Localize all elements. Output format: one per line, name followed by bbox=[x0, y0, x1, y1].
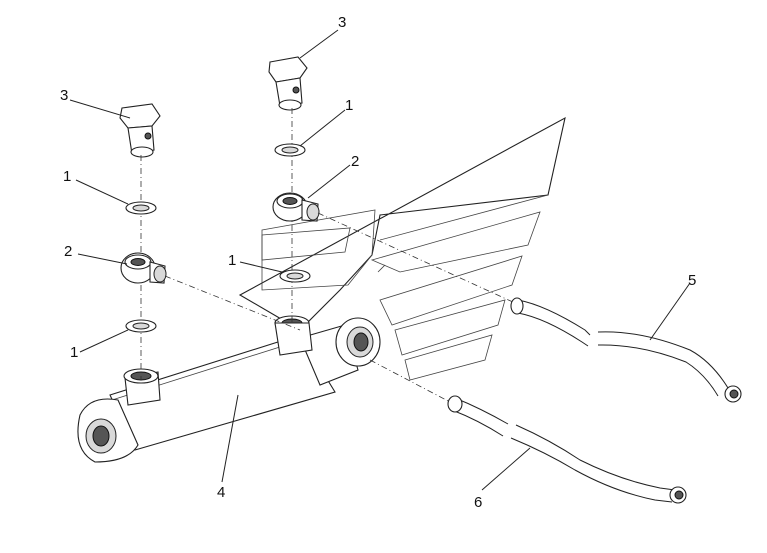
mounting-bracket bbox=[238, 116, 566, 381]
callout-4: 4 bbox=[217, 484, 225, 501]
callout-2-left: 2 bbox=[64, 243, 72, 260]
hose-6 bbox=[447, 395, 687, 504]
hose6-assembly-line bbox=[369, 359, 451, 403]
callout-5: 5 bbox=[688, 272, 696, 289]
leader-lines bbox=[69, 29, 691, 491]
callout-3-right: 3 bbox=[338, 14, 346, 31]
callout-1-left-lower: 1 bbox=[70, 344, 78, 361]
hydraulic-cylinder bbox=[77, 315, 381, 463]
hose-5 bbox=[510, 297, 742, 403]
left-banjo-fitting bbox=[120, 252, 167, 284]
right-washer-upper bbox=[274, 143, 306, 157]
left-washer-lower bbox=[125, 319, 157, 333]
callout-1-right-upper: 1 bbox=[345, 97, 353, 114]
callout-1-left-upper: 1 bbox=[63, 168, 71, 185]
callout-3-left: 3 bbox=[60, 87, 68, 104]
right-washer-lower bbox=[279, 269, 311, 283]
left-banjo-bolt bbox=[119, 103, 161, 158]
left-washer-upper bbox=[125, 201, 157, 215]
right-banjo-bolt bbox=[268, 56, 308, 111]
right-banjo-fitting bbox=[272, 192, 320, 222]
callout-6: 6 bbox=[474, 494, 482, 511]
hose5-assembly-line bbox=[317, 212, 516, 304]
callout-1-right-lower: 1 bbox=[228, 252, 236, 269]
fitting2-assembly-line bbox=[164, 275, 301, 331]
callout-2-right: 2 bbox=[351, 153, 359, 170]
